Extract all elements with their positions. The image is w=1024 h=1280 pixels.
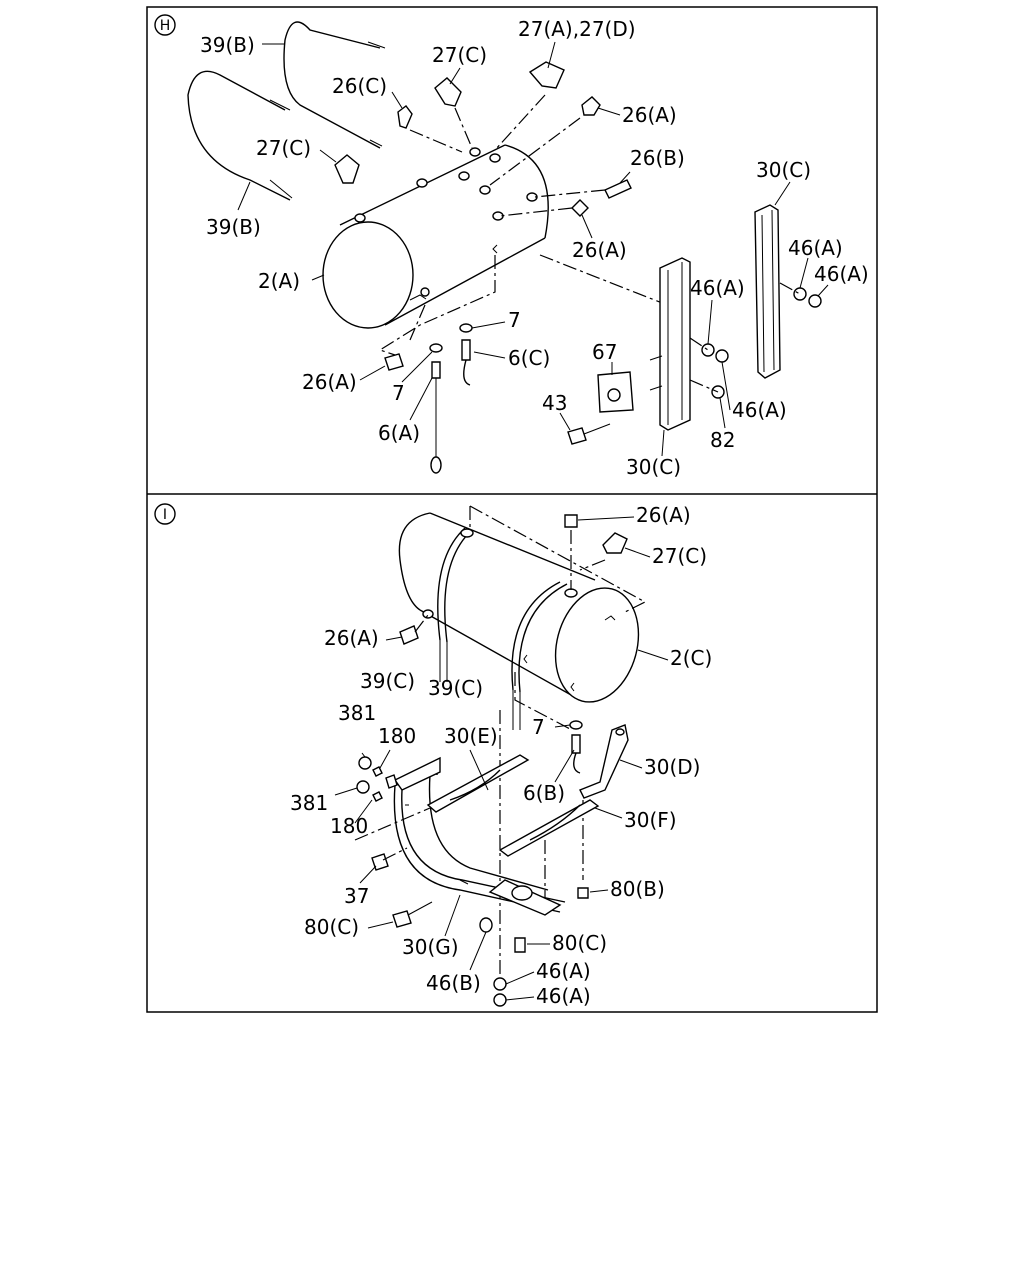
cross-member-30c-right <box>754 204 781 379</box>
label-26a-lower: 26(A) <box>302 370 357 394</box>
label-30e: 30(E) <box>444 724 498 748</box>
label-381-lower: 381 <box>290 791 328 815</box>
label-30g: 30(G) <box>402 935 459 959</box>
label-7: 7 <box>532 715 545 739</box>
label-39b-lower: 39(B) <box>206 215 261 239</box>
svg-text:H: H <box>160 18 171 34</box>
label-80c-left: 80(C) <box>304 915 359 939</box>
svg-text:I: I <box>163 507 167 523</box>
panel-i-drawing <box>354 505 647 1007</box>
label-27c-left: 27(C) <box>256 136 311 160</box>
label-82: 82 <box>710 428 735 452</box>
label-7-upper: 7 <box>508 308 521 332</box>
panel-marker-h: H <box>154 14 176 36</box>
label-37: 37 <box>344 884 369 908</box>
label-46a-3: 46(A) <box>690 276 745 300</box>
panel-h-labels: 39(B) 27(A),27(D) 27(C) 26(C) 26(A) 27(C… <box>200 17 869 479</box>
panel-i-labels: 26(A) 27(C) 26(A) 2(C) 39(C) 39(C) 381 1… <box>290 503 712 1008</box>
diagram-frame <box>146 6 878 1013</box>
label-30c-lower: 30(C) <box>626 455 681 479</box>
label-180-upper: 180 <box>378 724 416 748</box>
label-26b: 26(B) <box>630 146 685 170</box>
label-80c-right: 80(C) <box>552 931 607 955</box>
label-30d: 30(D) <box>644 755 700 779</box>
label-67: 67 <box>592 340 617 364</box>
label-27a-27d: 27(A),27(D) <box>518 17 636 41</box>
label-26a-left: 26(A) <box>324 626 379 650</box>
label-80b: 80(B) <box>610 877 665 901</box>
label-7-lower: 7 <box>392 381 405 405</box>
label-26a-upper: 26(A) <box>622 103 677 127</box>
cross-member-30c-left <box>649 257 691 431</box>
label-180-lower: 180 <box>330 814 368 838</box>
label-2a: 2(A) <box>258 269 300 293</box>
label-39b-upper: 39(B) <box>200 33 255 57</box>
label-43: 43 <box>542 391 567 415</box>
label-46a-upper: 46(A) <box>536 959 591 983</box>
label-46a-1: 46(A) <box>788 236 843 260</box>
label-2c: 2(C) <box>670 646 712 670</box>
label-39c-left: 39(C) <box>360 669 415 693</box>
label-46a-lower: 46(A) <box>536 984 591 1008</box>
label-26c: 26(C) <box>332 74 387 98</box>
panel-h-drawing <box>187 21 822 474</box>
label-6a: 6(A) <box>378 421 420 445</box>
label-46b: 46(B) <box>426 971 481 995</box>
label-6b: 6(B) <box>523 781 565 805</box>
label-26a-top: 26(A) <box>636 503 691 527</box>
label-30c-upper: 30(C) <box>756 158 811 182</box>
label-6c: 6(C) <box>508 346 550 370</box>
label-46a-4: 46(A) <box>732 398 787 422</box>
label-381-upper: 381 <box>338 701 376 725</box>
frame-30g <box>393 756 566 916</box>
panel-i-leaders <box>334 516 669 1001</box>
panel-h-leaders <box>237 41 829 457</box>
label-39c-right: 39(C) <box>428 676 483 700</box>
label-27c: 27(C) <box>652 544 707 568</box>
label-27c-upper: 27(C) <box>432 43 487 67</box>
air-tank-2c <box>398 512 640 703</box>
panel-marker-i: I <box>154 503 176 525</box>
label-30f: 30(F) <box>624 808 677 832</box>
label-26a-middle: 26(A) <box>572 238 627 262</box>
label-46a-2: 46(A) <box>814 262 869 286</box>
